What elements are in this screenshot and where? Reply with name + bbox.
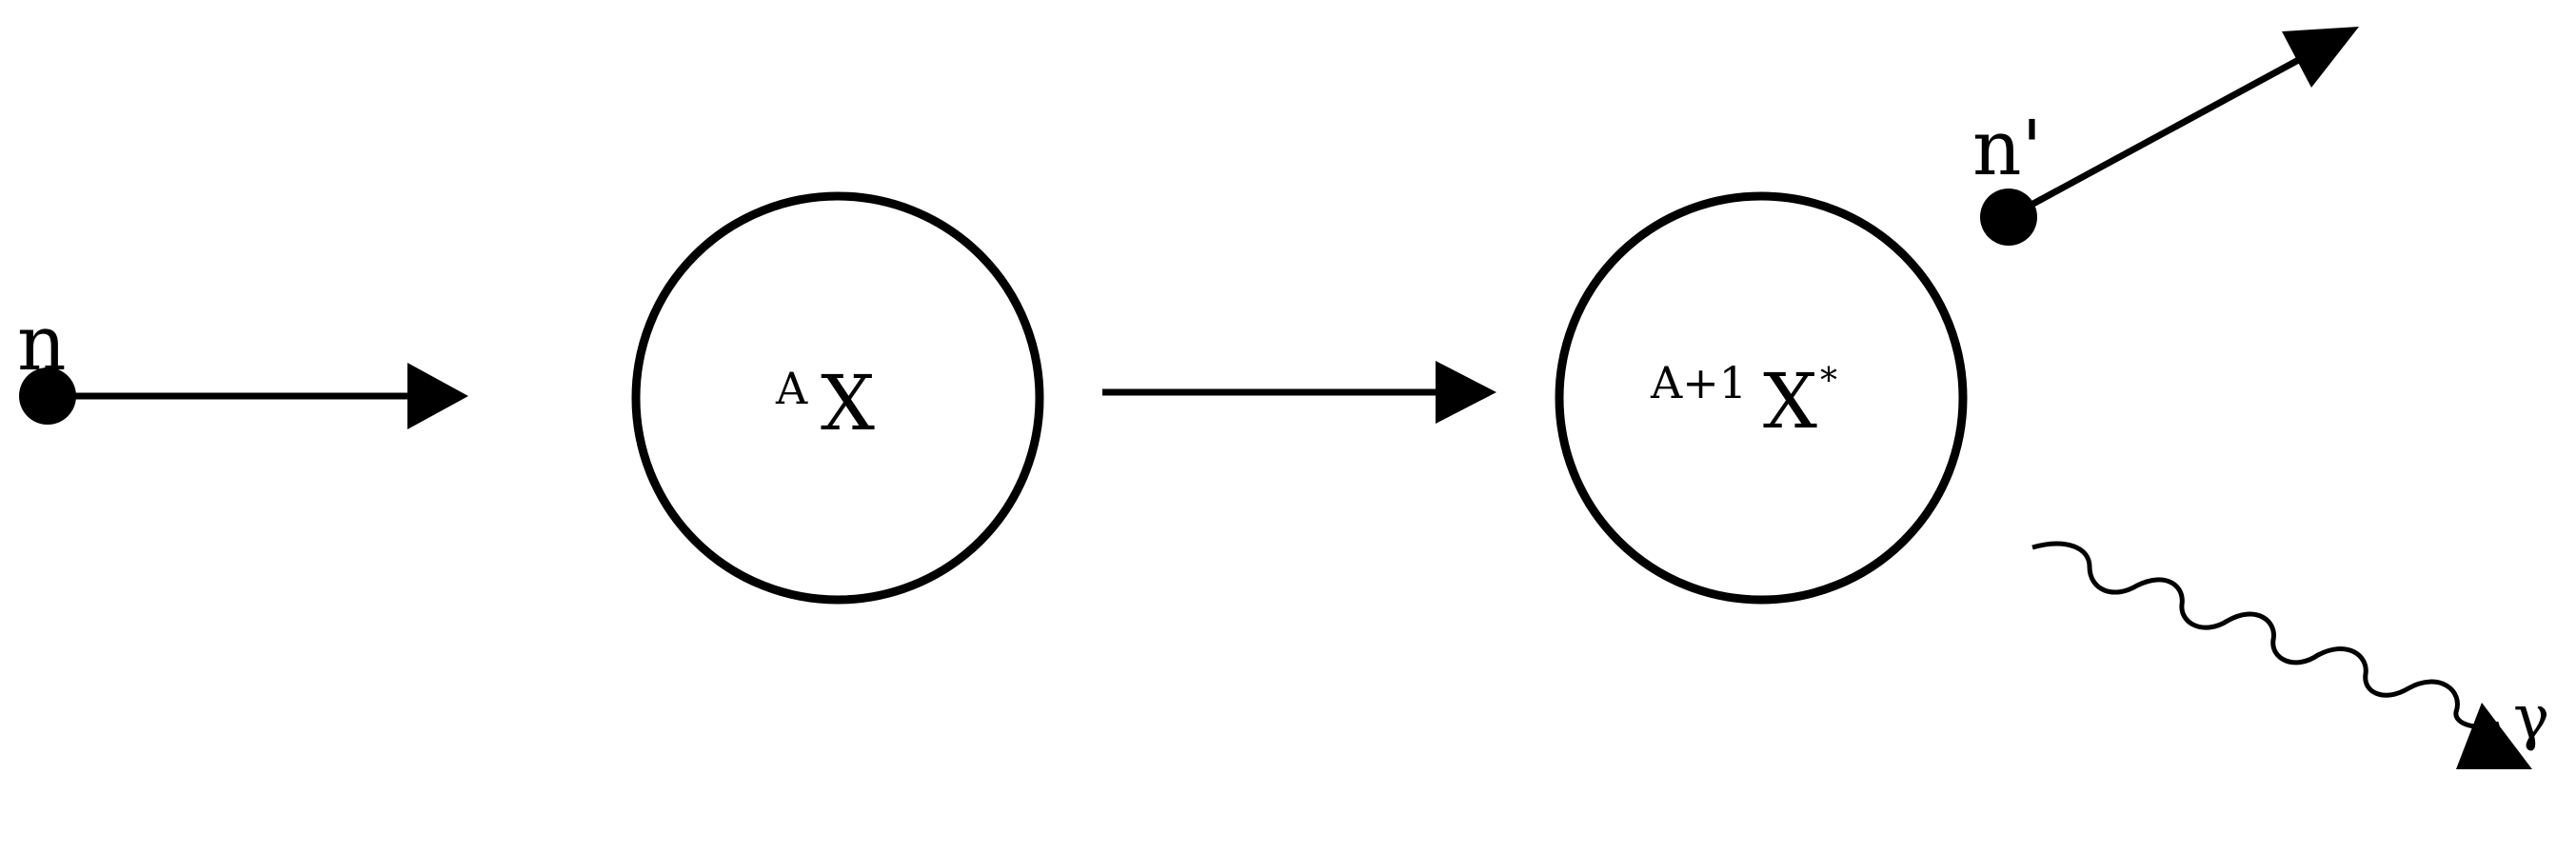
incoming-neutron-arrowhead: [407, 363, 468, 429]
scattered-neutron-label: n': [1972, 104, 2043, 192]
compound-nucleus: A+1 X *: [1555, 191, 1968, 605]
compound-nucleus-circle: [1555, 191, 1968, 605]
incoming-neutron-label: n: [17, 299, 67, 387]
target-symbol: X: [821, 359, 875, 447]
scattered-neutron-arrow-shaft: [2007, 53, 2306, 221]
target-mass-number: A: [775, 363, 808, 414]
scattered-neutron: n': [1972, 27, 2359, 246]
reaction-arrowhead: [1436, 361, 1496, 424]
scattered-neutron-arrowhead: [2282, 27, 2359, 88]
compound-symbol: X: [1763, 357, 1817, 446]
gamma-ray: γ: [2031, 541, 2549, 769]
gamma-ray-label: γ: [2513, 683, 2549, 753]
gamma-ray-arrowhead: [2456, 703, 2532, 769]
compound-excited-marker: *: [1820, 362, 1837, 401]
reaction-arrow: [1102, 361, 1496, 424]
target-nucleus: A X: [631, 191, 1044, 605]
target-nucleus-circle: [631, 191, 1044, 605]
compound-mass-number: A+1: [1650, 357, 1747, 408]
gamma-ray-wave: [2031, 541, 2500, 729]
incoming-neutron: n: [17, 299, 468, 429]
